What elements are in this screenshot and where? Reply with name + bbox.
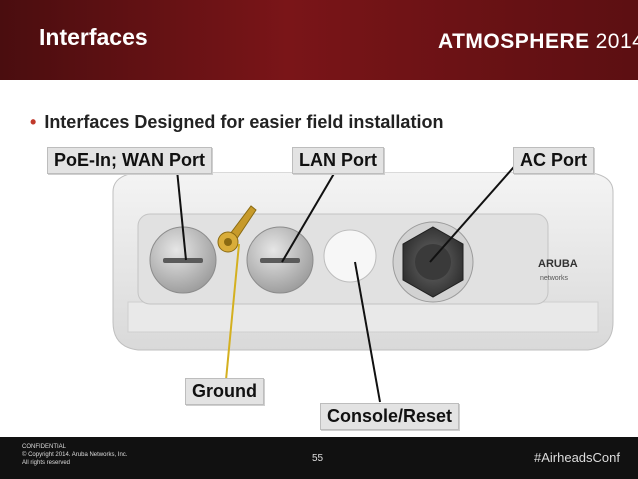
bullet-dot-icon: • (30, 112, 37, 132)
copyright-notice: CONFIDENTIAL © Copyright 2014. Aruba Net… (22, 443, 127, 467)
hashtag: #AirheadsConf (534, 450, 620, 465)
lan-port-label: LAN Port (292, 147, 384, 174)
aruba-logo-sub: networks (540, 275, 569, 282)
console-reset-label: Console/Reset (320, 403, 460, 430)
aruba-logo: ARUBA (538, 258, 578, 270)
rights-text: All rights reserved (22, 460, 71, 466)
atmosphere-logo: ATMOSPHERE2014 (438, 30, 638, 54)
slide-title: Interfaces (39, 24, 148, 50)
brand-name: ATMOSPHERE (438, 30, 590, 53)
copyright-text: © Copyright 2014. Aruba Networks, Inc. (22, 452, 128, 458)
bullet-text: Interfaces Designed for easier field ins… (44, 112, 444, 132)
bullet-point: • Interfaces Designed for easier field in… (30, 112, 443, 133)
page-number: 55 (312, 453, 324, 464)
slide-header: Interfaces ATMOSPHERE2014 (0, 0, 638, 80)
poe-wan-port-label: PoE-In; WAN Port (47, 147, 212, 174)
console-port (323, 229, 377, 283)
access-point-photo: ARUBA networks (112, 172, 614, 351)
confidential-label: CONFIDENTIAL (22, 444, 67, 450)
brand-year: 2014 (595, 30, 638, 53)
slide-footer: CONFIDENTIAL © Copyright 2014. Aruba Net… (0, 437, 638, 479)
ac-port-label: AC Port (513, 147, 594, 174)
ground-label: Ground (185, 378, 264, 405)
